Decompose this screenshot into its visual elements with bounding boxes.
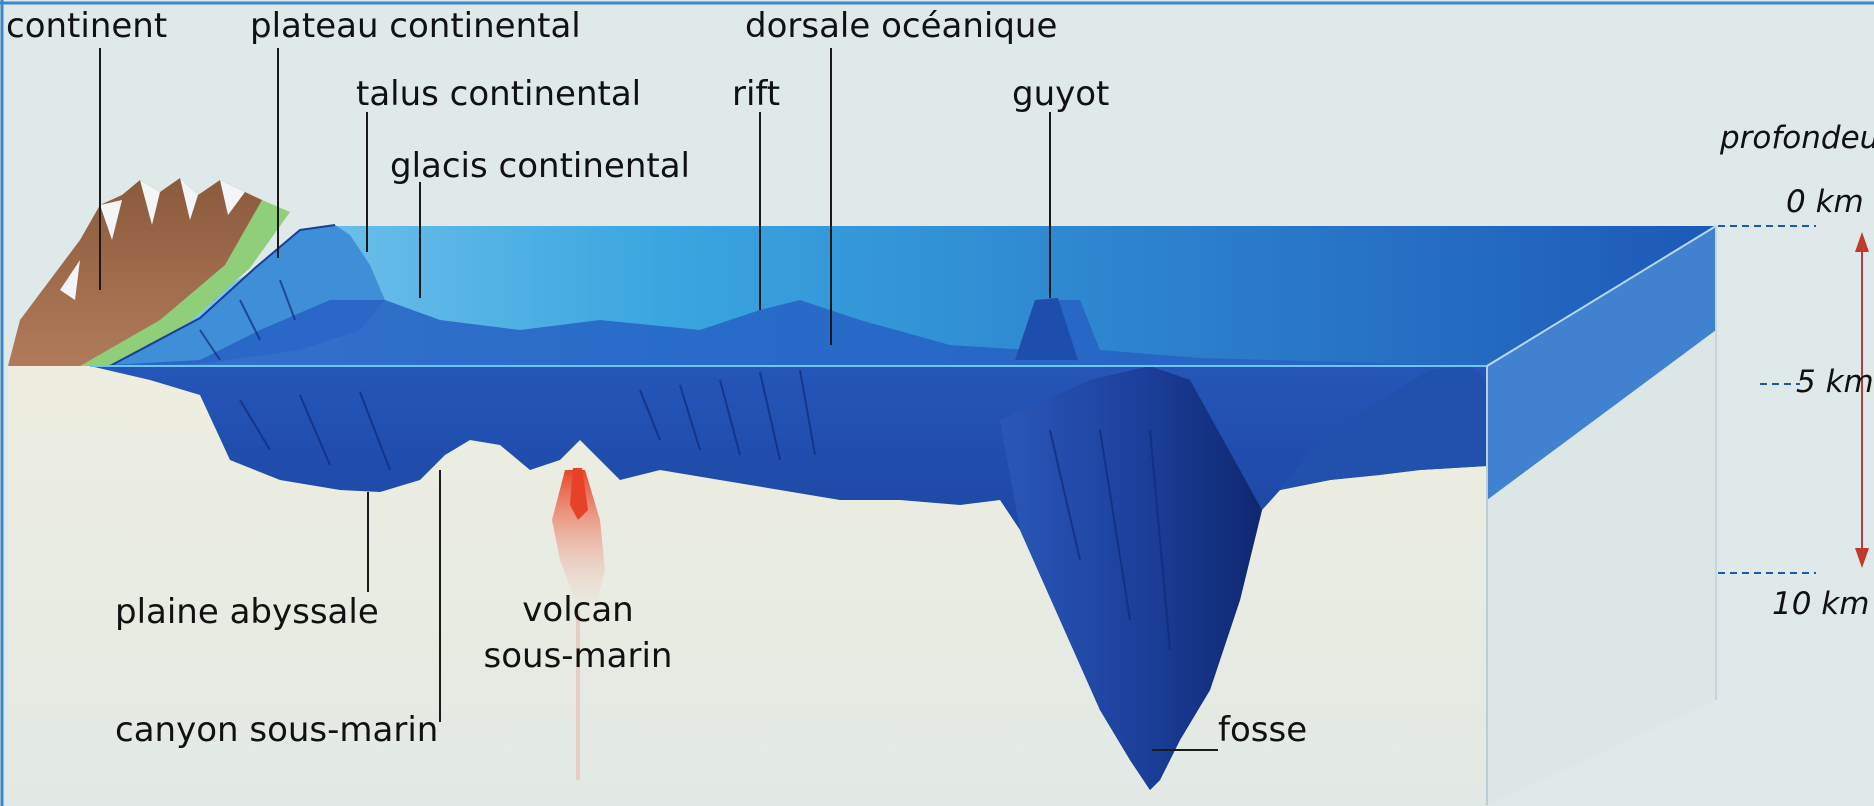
depth-scale-title: profondeur [1720,118,1874,158]
label-plateau-continental: plateau continental [250,6,581,46]
depth-label-0: 0 km [1786,182,1864,222]
label-volcan-line2: sous-marin [484,636,673,676]
label-dorsale-oceanique: dorsale océanique [745,6,1057,46]
depth-arrow-head-bottom [1855,548,1869,568]
label-continent: continent [6,6,167,46]
label-plaine-abyssale: plaine abyssale [115,592,379,632]
label-guyot: guyot [1012,74,1109,114]
label-rift: rift [732,74,780,114]
label-fosse: fosse [1218,710,1307,750]
label-volcan-line1: volcan [522,590,633,630]
label-glacis-continental: glacis continental [390,146,690,186]
label-talus-continental: talus continental [356,74,641,114]
depth-label-5: 5 km [1796,362,1874,402]
depth-arrow-head-top [1855,232,1869,252]
label-canyon-sous-marin: canyon sous-marin [115,710,438,750]
depth-label-10: 10 km [1772,584,1869,624]
